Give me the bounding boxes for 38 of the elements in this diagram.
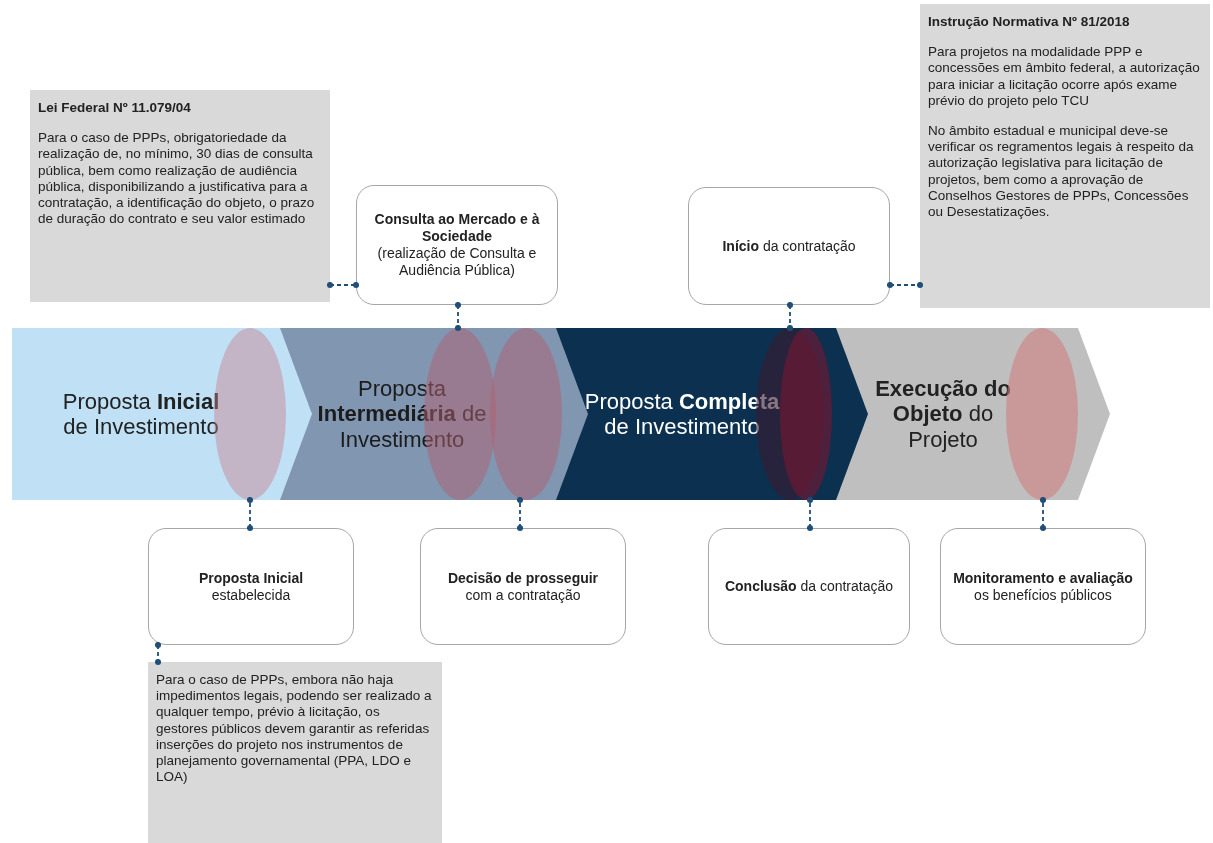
step-text: Conclusão da contratação xyxy=(724,578,894,595)
step-title: Consulta ao Mercado e à Sociedade xyxy=(373,211,541,245)
connector-line xyxy=(516,496,524,532)
stage-label: Proposta Inicial de Investimento xyxy=(61,388,221,440)
connector-line xyxy=(326,281,360,289)
step-title: Monitoramento e avaliação xyxy=(953,569,1133,587)
connector-line xyxy=(454,301,462,332)
connector-line xyxy=(806,496,814,532)
note-heading: Lei Federal Nº 11.079/04 xyxy=(38,100,192,117)
note-heading: Instrução Normativa Nº 81/2018 xyxy=(928,14,1131,31)
step-text: com a contratação xyxy=(465,586,581,604)
stage-label: Proposta Intermediária de Investimento xyxy=(316,376,488,452)
connector-line xyxy=(1039,496,1047,532)
connector-line xyxy=(246,496,254,532)
stage-label: Execução do Objeto do Projeto xyxy=(874,376,1012,452)
stage-label: Proposta Completa de Investimento xyxy=(583,388,781,440)
step-box xyxy=(148,528,354,645)
note-text: Para o caso de PPPs, embora não haja impedimentos legais, podendo ser realizado a qualquer tempo, prévio à licitação, os gestores públicos devem garantir as referidas inserções do projeto nos instrumentos de planejamento governamental (PPA, LDO e LOA) xyxy=(156,672,433,786)
step-box xyxy=(940,528,1146,645)
step-box xyxy=(688,187,890,305)
note-panel xyxy=(148,662,442,843)
step-box xyxy=(356,185,558,305)
step-box xyxy=(420,528,626,645)
connector-line xyxy=(154,641,162,666)
note-text: Para o caso de PPPs, obrigatoriedade da realização de, no mínimo, 30 dias de consulta pública, bem como realização de audiência pública, disponibilizando a justificativa para a contratação, a identificação do objeto, o prazo de duração do contrato e seu valor estimado xyxy=(38,130,316,228)
note-text: Para projetos na modalidade PPP e concessões em âmbito federal, a autorização para iniciar a licitação ocorre após exame prévio do projeto pelo TCU xyxy=(928,44,1201,109)
connector-line xyxy=(886,281,924,289)
step-text: Início da contratação xyxy=(722,237,856,255)
note-panel xyxy=(920,4,1210,308)
step-title: Proposta Inicial xyxy=(198,569,304,587)
step-text: estabelecida xyxy=(211,586,291,604)
connector-line xyxy=(786,301,794,332)
note-panel xyxy=(30,90,330,302)
step-text: (realização de Consulta e Audiência Pública) xyxy=(376,245,538,279)
note-text: No âmbito estadual e municipal deve-se verificar os regramentos legais à respeito da autorização legislativa para licitação de projetos, bem como a aprovação de Conselhos Gestores de PPPs, Concessões ou Desestatizações. xyxy=(928,122,1195,221)
step-title: Decisão de prosseguir xyxy=(447,569,599,587)
step-text: os benefícios públicos xyxy=(974,586,1112,604)
step-box xyxy=(708,528,910,645)
